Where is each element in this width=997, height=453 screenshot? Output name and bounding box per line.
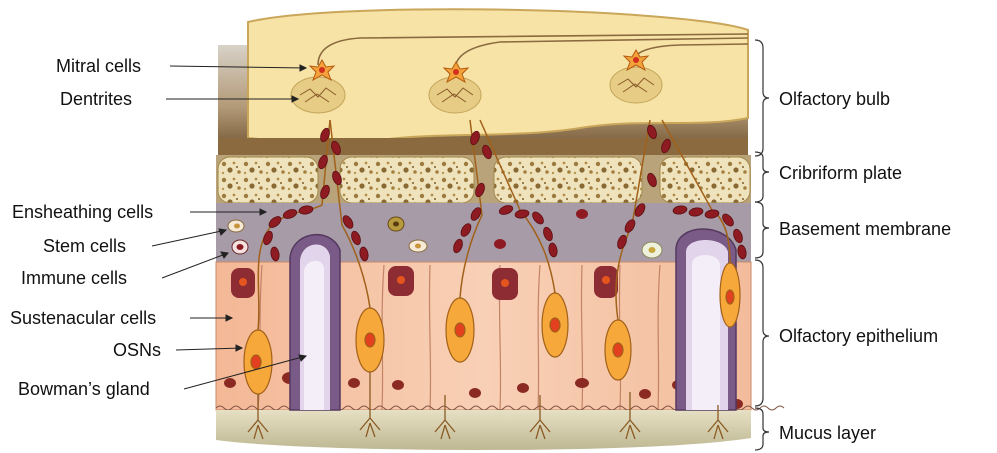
label-ensheathing-cells: Ensheathing cells: [12, 202, 153, 222]
label-osns: OSNs: [113, 340, 161, 360]
mucus-layer: [216, 410, 751, 450]
label-immune-cells: Immune cells: [21, 268, 127, 288]
label-stem-cells: Stem cells: [43, 236, 126, 256]
label-bowmans-gland: Bowman’s gland: [18, 379, 150, 399]
label-olfactory-epithelium: Olfactory epithelium: [779, 326, 938, 346]
cribriform-plate: [216, 155, 751, 205]
right-braces: [755, 40, 769, 450]
label-sustenacular-cells: Sustenacular cells: [10, 308, 156, 328]
label-mucus-layer: Mucus layer: [779, 423, 876, 443]
label-mitral-cells: Mitral cells: [56, 56, 141, 76]
label-cribriform-plate: Cribriform plate: [779, 163, 902, 183]
label-dentrites: Dentrites: [60, 89, 132, 109]
label-basement-membrane: Basement membrane: [779, 219, 951, 239]
label-olfactory-bulb: Olfactory bulb: [779, 89, 890, 109]
